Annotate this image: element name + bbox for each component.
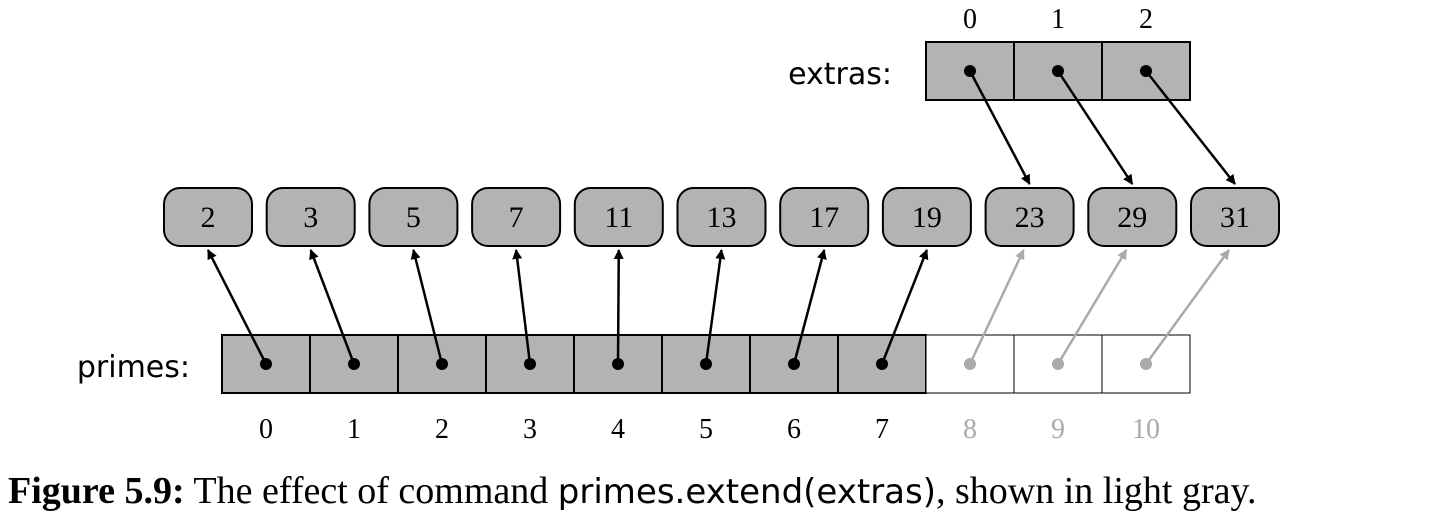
reference-arrow [410,249,444,365]
extras-label: extras: [788,57,892,92]
extras-index: 0 [963,4,977,35]
reference-arrow [206,249,268,365]
value-box [881,187,972,247]
primes-label: primes: [77,350,190,385]
value-label: 7 [509,201,524,234]
primes-indices: 0 1 2 3 4 5 6 7 8 9 10 [259,414,1160,445]
new-reference-arrow [968,249,1025,365]
value-box [779,187,870,247]
extras-reference-arrow [1056,70,1134,185]
primes-index: 6 [787,414,801,445]
primes-index: 9 [1051,414,1065,445]
value-box [368,187,459,247]
value-box [573,187,664,247]
value-box [676,187,767,247]
caption-text-before: The effect of command [184,470,558,512]
value-box [984,187,1075,247]
value-label: 3 [303,201,318,234]
value-label: 13 [707,201,737,234]
value-box [471,187,562,247]
primes-index: 4 [611,414,625,445]
primes-index: 5 [699,414,713,445]
new-reference-arrow [1144,249,1231,365]
reference-arrows [206,70,1236,365]
reference-arrow [512,249,532,365]
caption-text-after: , shown in light gray. [936,470,1257,512]
caption-code: primes.extend(extras) [557,472,936,512]
reference-arrow [704,249,726,365]
value-label: 11 [604,201,633,234]
value-box [1190,187,1280,247]
extras-reference-arrow [968,70,1031,185]
reference-arrow [309,249,356,365]
reference-arrow [792,249,827,365]
primes-index: 2 [435,414,449,445]
caption-label: Figure 5.9: [8,470,185,512]
new-reference-arrow [1056,249,1128,365]
extras-reference-arrow [1145,70,1236,185]
extras-index: 2 [1139,4,1153,35]
value-box [265,187,356,247]
value-label: 23 [1015,201,1045,234]
reference-arrow [613,249,624,365]
value-label: 29 [1117,201,1147,234]
primes-index: 8 [963,414,977,445]
value-label: 2 [201,201,216,234]
primes-index: 10 [1132,414,1160,445]
value-box [1087,187,1178,247]
primes-index: 3 [523,414,537,445]
value-label: 17 [809,201,839,234]
reference-arrow [880,249,929,365]
extras-index: 1 [1051,4,1065,35]
extras-cell [1013,41,1103,101]
figure-caption: Figure 5.9: The effect of command primes… [8,466,1452,517]
value-box [163,187,253,247]
value-label: 31 [1220,201,1250,234]
primes-index: 0 [259,414,273,445]
primes-index: 1 [347,414,361,445]
value-label: 19 [912,201,942,234]
value-label: 5 [406,201,421,234]
primes-index: 7 [875,414,889,445]
extras-indices: 0 1 2 [963,4,1153,35]
